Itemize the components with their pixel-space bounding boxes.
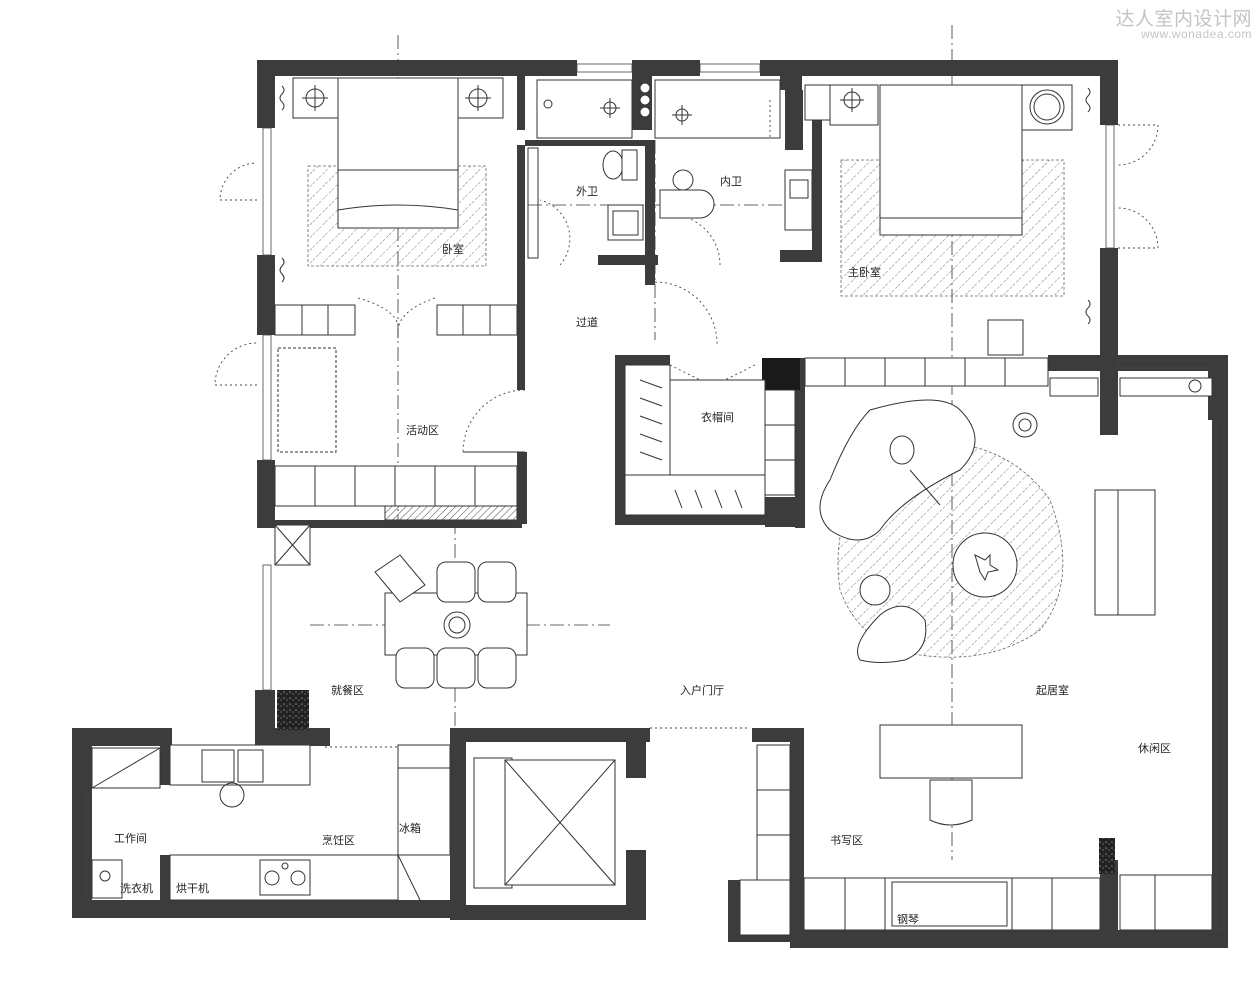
leisure-furniture: [1049, 377, 1213, 931]
watermark-url: www.wonadea.com: [1141, 27, 1252, 41]
study-furniture: [739, 744, 1101, 936]
label-cloakroom: 衣帽间: [701, 410, 734, 424]
watermark-title: 达人室内设计网: [1115, 9, 1252, 30]
living-furniture: [819, 399, 1038, 826]
label-cooking: 烹饪区: [322, 833, 355, 847]
label-activity: 活动区: [406, 424, 439, 437]
walls: [72, 60, 1228, 948]
windows: [77, 63, 1225, 931]
label-outer-bath: 外卫: [576, 185, 598, 198]
label-corridor: 过道: [576, 315, 598, 329]
label-living: 起居室: [1036, 683, 1069, 697]
elevator: [473, 757, 616, 889]
label-fridge: 冰箱: [399, 821, 421, 835]
master-bedroom-furniture: [804, 84, 1091, 387]
label-study: 书写区: [830, 834, 863, 847]
bathroom-fixtures: [527, 79, 813, 259]
room-labels: 卧室 外卫 内卫 主卧室 过道 活动区 衣帽间 就餐区 入户门厅 起居室 休闲区…: [114, 174, 1171, 926]
cloakroom-furniture: [624, 364, 796, 516]
label-entrance: 入户门厅: [680, 683, 724, 697]
label-leisure: 休闲区: [1138, 741, 1171, 755]
label-master-bedroom: 主卧室: [848, 265, 881, 279]
label-inner-bath: 内卫: [720, 174, 742, 188]
door-swings: [214, 124, 1159, 748]
label-dining: 就餐区: [331, 683, 364, 697]
bedroom-furniture: [274, 77, 518, 336]
label-washer: 洗衣机: [120, 881, 153, 895]
activity-furniture: [274, 347, 518, 521]
kitchen-furniture: [91, 744, 451, 901]
label-dryer: 烘干机: [176, 881, 209, 895]
label-workroom: 工作间: [114, 832, 147, 845]
columns: [277, 358, 1115, 874]
label-bedroom: 卧室: [442, 242, 464, 256]
dining-furniture: [274, 524, 528, 689]
label-piano: 钢琴: [897, 913, 919, 926]
